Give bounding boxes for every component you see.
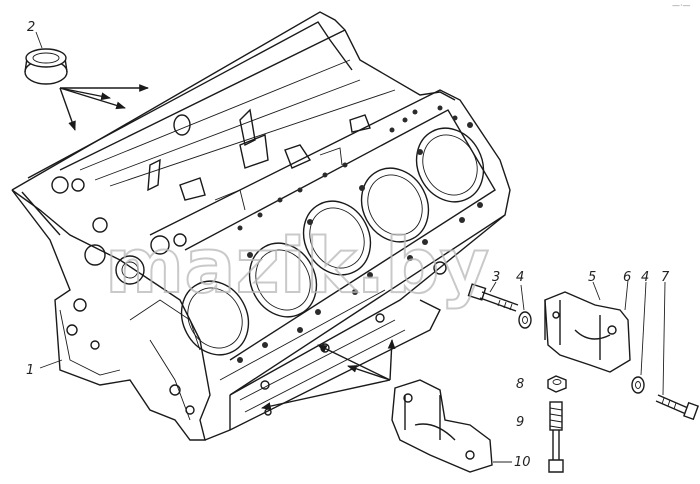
main-bearing-cap xyxy=(544,291,631,373)
callout-7: 7 xyxy=(661,270,670,285)
callout-2: 2 xyxy=(27,20,35,35)
callout-4-lower: 4 xyxy=(641,270,649,285)
bearing-shell xyxy=(24,48,68,85)
washer-upper xyxy=(518,311,532,329)
cylinder-block xyxy=(11,11,511,441)
callout-6: 6 xyxy=(623,270,631,285)
callout-4-upper: 4 xyxy=(516,270,524,285)
corner-mark: —·— xyxy=(672,1,691,10)
callout-10: 10 xyxy=(514,455,531,470)
callout-1: 1 xyxy=(26,363,34,378)
callout-5: 5 xyxy=(588,270,596,285)
callout-8: 8 xyxy=(516,377,524,392)
callout-3: 3 xyxy=(492,270,500,285)
stud xyxy=(548,401,564,473)
nut xyxy=(547,375,567,393)
watermark: mazik.by xyxy=(105,221,489,310)
main-bearing-cap-bolt xyxy=(467,283,519,312)
callout-9: 9 xyxy=(516,415,524,430)
cap-bolt xyxy=(655,394,699,421)
lower-bearing-cap xyxy=(391,379,493,473)
washer-lower xyxy=(631,376,645,394)
